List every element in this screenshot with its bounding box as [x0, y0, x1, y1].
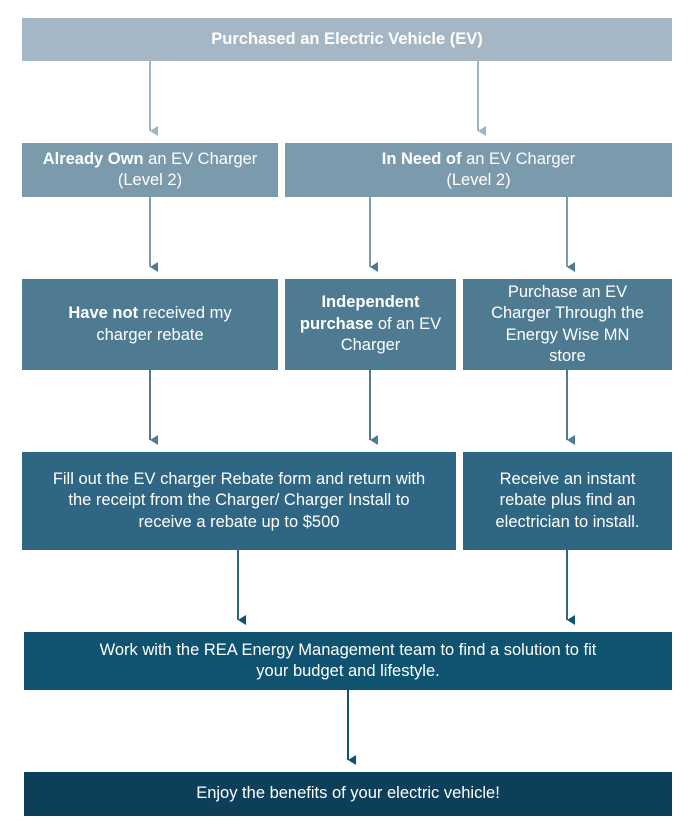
enjoy-box: Enjoy the benefits of your electric vehi…	[24, 772, 672, 816]
in-need-box: In Need of an EV Charger (Level 2)	[285, 143, 672, 197]
already-own-text: Already Own an EV Charger (Level 2)	[32, 149, 268, 192]
already-own-rest: an EV Charger (Level 2)	[117, 149, 258, 190]
instant-rebate-label: Receive an instant rebate plus find an e…	[495, 469, 640, 531]
independent-box: Independent purchase of an EV Charger	[285, 279, 456, 370]
fill-form-box: Fill out the EV charger Rebate form and …	[22, 452, 456, 550]
not-received-rest: received my charger rebate	[96, 304, 232, 344]
already-own-box: Already Own an EV Charger (Level 2)	[22, 143, 278, 197]
in-need-text: In Need of an EV Charger (Level 2)	[375, 149, 582, 192]
work-with-box: Work with the REA Energy Management team…	[24, 632, 672, 690]
not-received-text: Have not received my charger rebate	[48, 303, 252, 346]
not-received-bold: Have not	[68, 304, 139, 322]
already-own-bold: Already Own	[42, 149, 144, 168]
instant-rebate-box: Receive an instant rebate plus find an e…	[463, 452, 672, 550]
independent-rest: of an EV Charger	[340, 314, 442, 355]
fill-form-label: Fill out the EV charger Rebate form and …	[52, 469, 426, 531]
independent-text: Independent purchase of an EV Charger	[297, 292, 444, 357]
in-need-bold: In Need of	[381, 149, 462, 168]
work-with-label: Work with the REA Energy Management team…	[99, 640, 597, 681]
through-store-label: Purchase an EV Charger Through the Energ…	[491, 282, 644, 366]
not-received-box: Have not received my charger rebate	[22, 279, 278, 370]
through-store-box: Purchase an EV Charger Through the Energ…	[463, 279, 672, 370]
enjoy-label: Enjoy the benefits of your electric vehi…	[196, 784, 500, 803]
independent-bold: Independent purchase	[299, 293, 420, 333]
start-label: Purchased an Electric Vehicle (EV)	[211, 29, 483, 48]
start-box: Purchased an Electric Vehicle (EV)	[22, 18, 672, 61]
in-need-rest: an EV Charger (Level 2)	[446, 149, 576, 190]
